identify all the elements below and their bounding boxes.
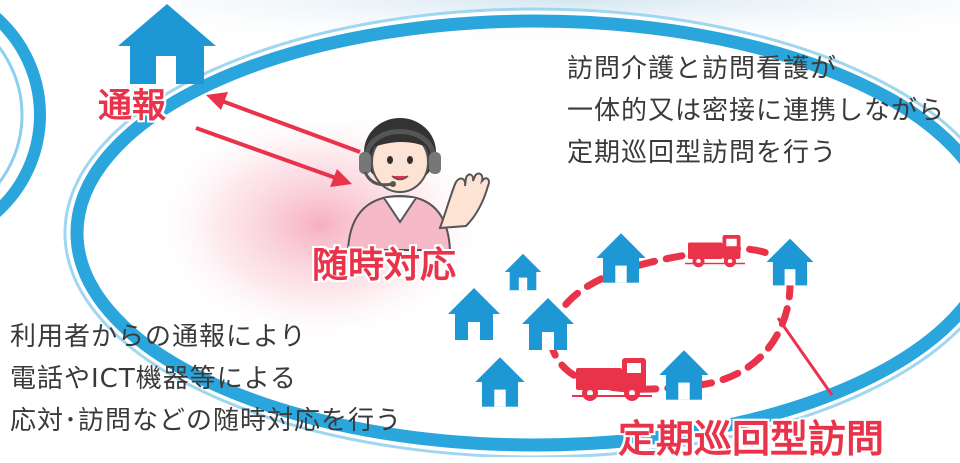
- description-line: 電話やICT機器等による: [10, 364, 297, 394]
- label-regular-patrol-visit: 定期巡回型訪問: [618, 417, 885, 461]
- description-on-demand: 利用者からの通報により 電話やICT機器等による 応対･訪問などの随時対応を行う: [10, 316, 402, 442]
- truck-icon: [571, 357, 653, 402]
- house-icon: [475, 357, 525, 407]
- description-line: 定期巡回型訪問を行う: [567, 138, 838, 168]
- house-icon: [766, 238, 814, 286]
- description-regular-patrol: 訪問介護と訪問看護が 一体的又は密接に連携しながら 定期巡回型訪問を行う: [567, 48, 945, 174]
- house-icon: [118, 4, 216, 84]
- house-icon: [504, 253, 542, 291]
- description-line: 一体的又は密接に連携しながら: [567, 96, 946, 126]
- description-line: 応対･訪問などの随時対応を行う: [10, 406, 403, 436]
- left-circle-decoration: [0, 13, 46, 217]
- house-icon: [596, 233, 646, 283]
- house-icon: [659, 350, 709, 400]
- label-report: 通報: [98, 86, 166, 126]
- arrow-icon: [195, 92, 361, 187]
- operator-illustration: [346, 118, 490, 251]
- truck-icon: [684, 234, 746, 268]
- description-line: 訪問介護と訪問看護が: [567, 54, 838, 84]
- description-line: 利用者からの通報により: [10, 322, 307, 352]
- route-pointer-line: [776, 317, 834, 396]
- service-area-ellipse: [63, 7, 960, 457]
- label-on-demand-response: 随時対応: [312, 245, 457, 286]
